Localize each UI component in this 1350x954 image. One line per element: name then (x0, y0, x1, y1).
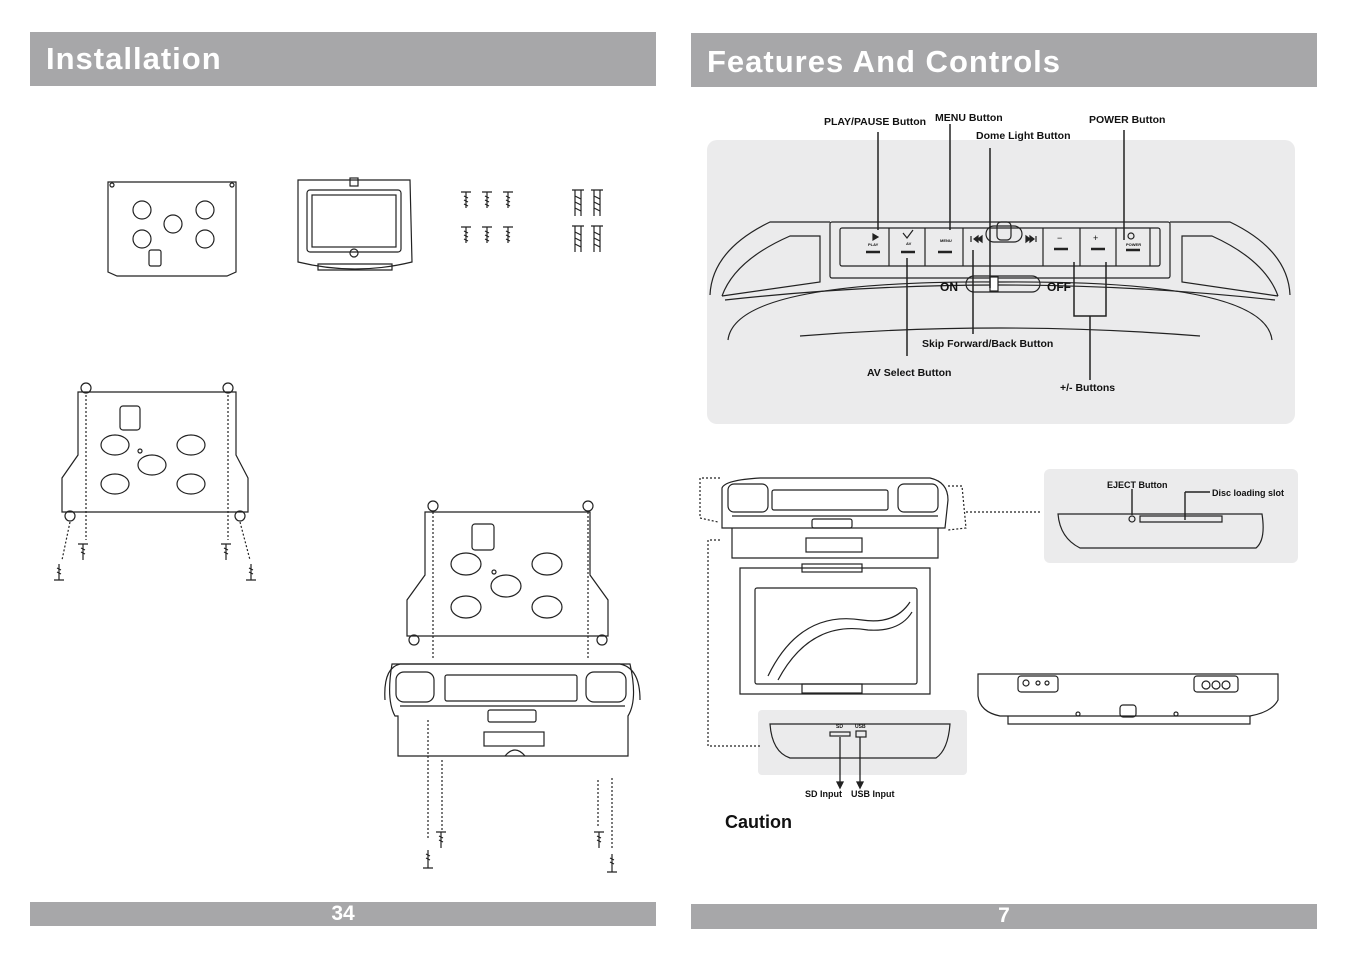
usb-port-mark: USB (855, 724, 866, 730)
caution-heading: Caution (725, 812, 792, 832)
slider-on-label: ON (940, 280, 958, 294)
skip-back-icon (970, 234, 983, 244)
power-icon (1127, 232, 1135, 240)
slider-off-label: OFF (1047, 280, 1071, 294)
power-button-label: POWER Button (1089, 114, 1166, 126)
right-header-bar: Features And Controls (691, 33, 1317, 87)
screws-set-b-icon (572, 189, 603, 252)
monitor-unit-icon (297, 177, 413, 271)
left-page-title: Installation (46, 41, 222, 76)
power-key-text: POWER (1126, 242, 1142, 247)
right-page-title: Features And Controls (707, 44, 1061, 79)
skip-forward-icon (1025, 234, 1037, 244)
plus-minus-buttons-label: +/- Buttons (1060, 382, 1116, 394)
panel-button-separators (888, 228, 1151, 266)
minus-key-text: − (1057, 233, 1063, 243)
plate-screw-step-diagram (54, 382, 256, 581)
left-footer-bar: 34 (30, 902, 656, 926)
on-off-slider-track (965, 275, 1041, 293)
disc-loading-slot-label: Disc loading slot (1212, 488, 1285, 498)
right-page-number: 7 (998, 904, 1010, 927)
play-key-text: PLAY (868, 242, 879, 247)
check-icon (902, 229, 914, 239)
eject-button-label: EJECT Button (1107, 480, 1168, 490)
control-leader-lines (877, 124, 1125, 380)
av-key-text: AV (906, 241, 912, 246)
mounting-plate-icon (107, 181, 237, 277)
play-pause-button-label: PLAY/PAUSE Button (824, 116, 927, 128)
right-footer-bar: 7 (691, 904, 1317, 929)
left-page-number: 34 (331, 902, 355, 925)
usb-input-label: USB Input (851, 789, 895, 799)
av-select-button-label: AV Select Button (867, 367, 952, 379)
dome-light-button-label: Dome Light Button (976, 130, 1071, 142)
menu-key-text: MENU (940, 238, 952, 243)
sd-port-mark: SD (836, 724, 843, 730)
play-icon (872, 232, 880, 242)
menu-button-label: MENU Button (935, 112, 1003, 124)
unit-mount-step-diagram (384, 500, 641, 873)
skip-button-label: Skip Forward/Back Button (922, 338, 1054, 350)
panel-button-indicators (866, 247, 1140, 254)
sd-input-label: SD Input (805, 789, 842, 799)
plus-key-text: + (1093, 233, 1099, 243)
screws-set-a-icon (461, 191, 513, 243)
left-header-bar: Installation (30, 32, 656, 86)
dome-light-lens-icon (985, 225, 1023, 243)
input-detail-backdrop (758, 710, 967, 775)
